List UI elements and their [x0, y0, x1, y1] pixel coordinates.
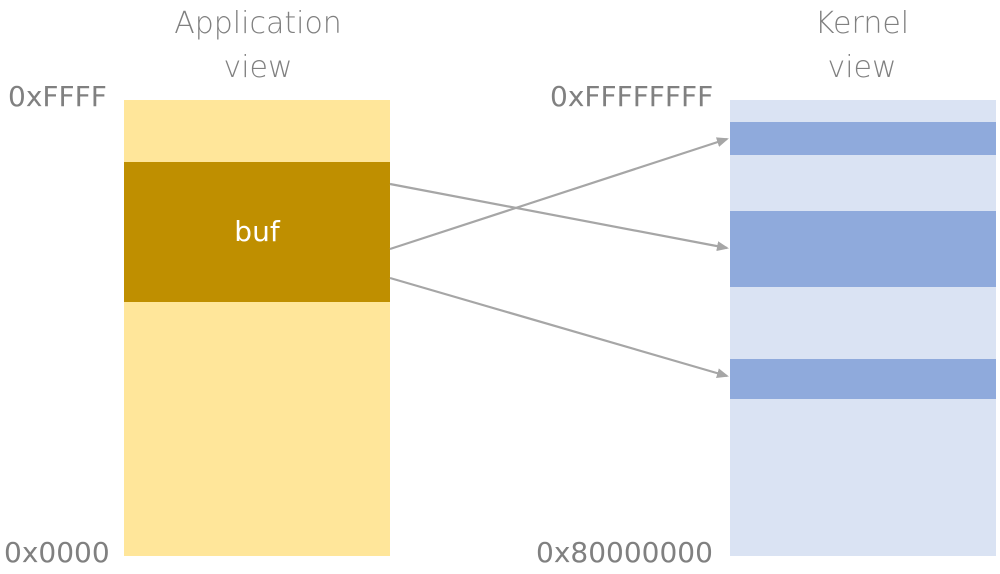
buffer-label: buf — [234, 215, 280, 248]
kernel-heading-line2: view — [827, 50, 897, 85]
kernel-bottom-address: 0x80000000 — [536, 536, 713, 569]
kernel-page-middle — [730, 211, 996, 287]
application-heading-line2: view — [223, 50, 293, 85]
kernel-page-bottom — [730, 359, 996, 399]
application-heading-line1: Application — [174, 6, 342, 41]
kernel-top-address: 0xFFFFFFFF — [550, 80, 714, 113]
application-buffer-block — [124, 162, 390, 302]
application-bottom-address: 0x0000 — [4, 536, 110, 569]
kernel-heading-line1: Kernel — [814, 6, 910, 41]
arrow-to-bottom-page — [389, 276, 729, 379]
application-view-heading: Application view — [148, 2, 368, 90]
arrow-to-top-page — [389, 137, 729, 251]
application-top-address: 0xFFFF — [8, 80, 107, 113]
kernel-page-top — [730, 122, 996, 155]
arrow-to-middle-page — [389, 182, 729, 252]
kernel-memory-region — [730, 100, 996, 556]
kernel-view-heading: Kernel view — [752, 2, 972, 90]
